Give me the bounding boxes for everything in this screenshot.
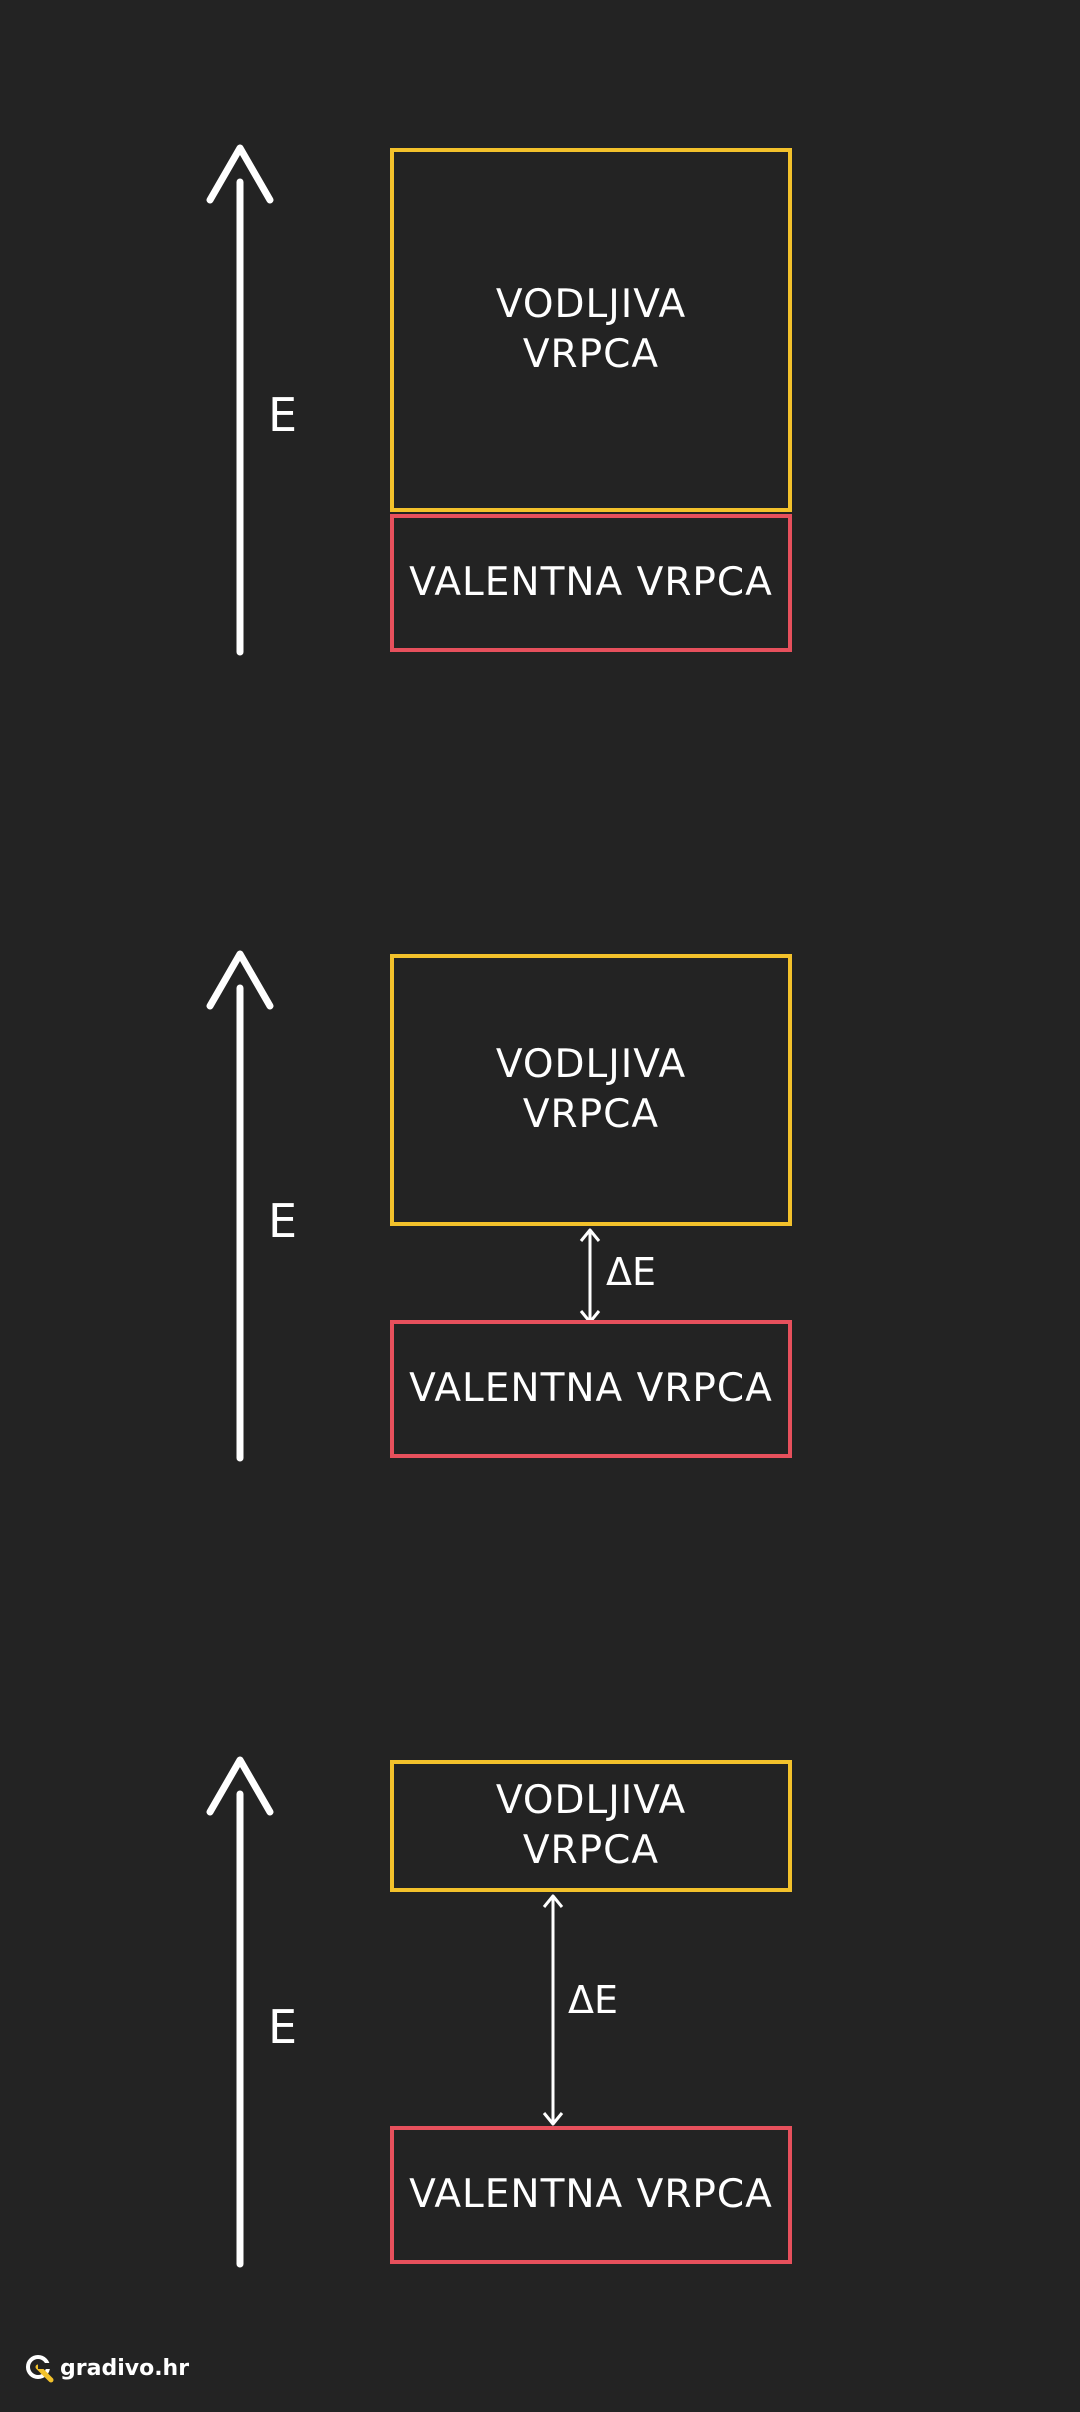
band-gap-arrow (542, 1894, 564, 2126)
band-diagram-panel-1: E VODLJIVA VRPCA VALENTNA VRPCA (0, 0, 1080, 700)
valence-band: VALENTNA VRPCA (390, 1320, 792, 1458)
gradivo-logo-icon (26, 2355, 54, 2383)
energy-axis-arrow (206, 144, 274, 656)
valence-band-label: VALENTNA VRPCA (409, 1366, 773, 1411)
energy-axis-label: E (268, 2000, 298, 2054)
conduction-band-label: VODLJIVA VRPCA (495, 1042, 687, 1137)
energy-axis-label: E (268, 1194, 298, 1248)
conduction-band: VODLJIVA VRPCA (390, 1760, 792, 1892)
valence-band-label: VALENTNA VRPCA (409, 2172, 773, 2217)
band-diagram-panel-3: E VODLJIVA VRPCA ΔE VALENTNA VRPCA (0, 1612, 1080, 2312)
energy-axis-label: E (268, 388, 298, 442)
conduction-band: VODLJIVA VRPCA (390, 148, 792, 512)
conduction-band-label: VODLJIVA VRPCA (495, 1778, 687, 1873)
band-gap-label: ΔE (606, 1250, 657, 1294)
energy-axis-arrow (206, 1756, 274, 2268)
band-diagram-panel-2: E VODLJIVA VRPCA ΔE VALENTNA VRPCA (0, 806, 1080, 1506)
conduction-band-label: VODLJIVA VRPCA (495, 282, 687, 377)
valence-band: VALENTNA VRPCA (390, 514, 792, 652)
band-gap-label: ΔE (568, 1978, 619, 2022)
valence-band: VALENTNA VRPCA (390, 2126, 792, 2264)
gradivo-logo: gradivo.hr (24, 2353, 189, 2383)
energy-axis-arrow (206, 950, 274, 1462)
conduction-band: VODLJIVA VRPCA (390, 954, 792, 1226)
valence-band-label: VALENTNA VRPCA (409, 560, 773, 605)
gradivo-logo-text: gradivo.hr (60, 2355, 190, 2381)
band-gap-arrow (579, 1228, 601, 1324)
